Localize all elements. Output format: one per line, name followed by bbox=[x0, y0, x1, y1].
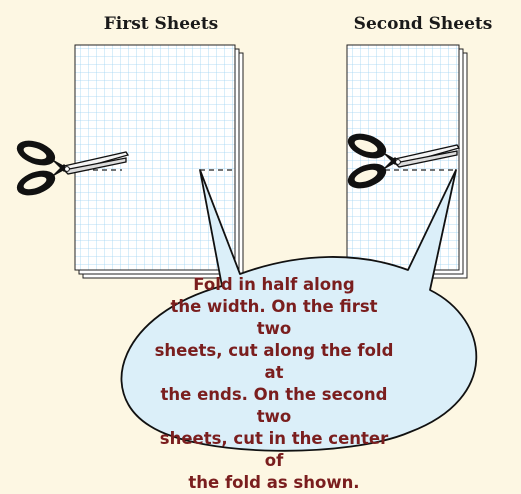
second-sheets-heading: Second Sheets bbox=[353, 14, 493, 34]
illustration bbox=[12, 44, 478, 452]
speech-callout bbox=[120, 169, 478, 452]
first-sheets-heading: First Sheets bbox=[103, 14, 219, 34]
diagram: First Sheets Second Sheets Fold in half … bbox=[12, 14, 493, 492]
callout-instructions: Fold in half along the width. On the fir… bbox=[154, 275, 394, 492]
